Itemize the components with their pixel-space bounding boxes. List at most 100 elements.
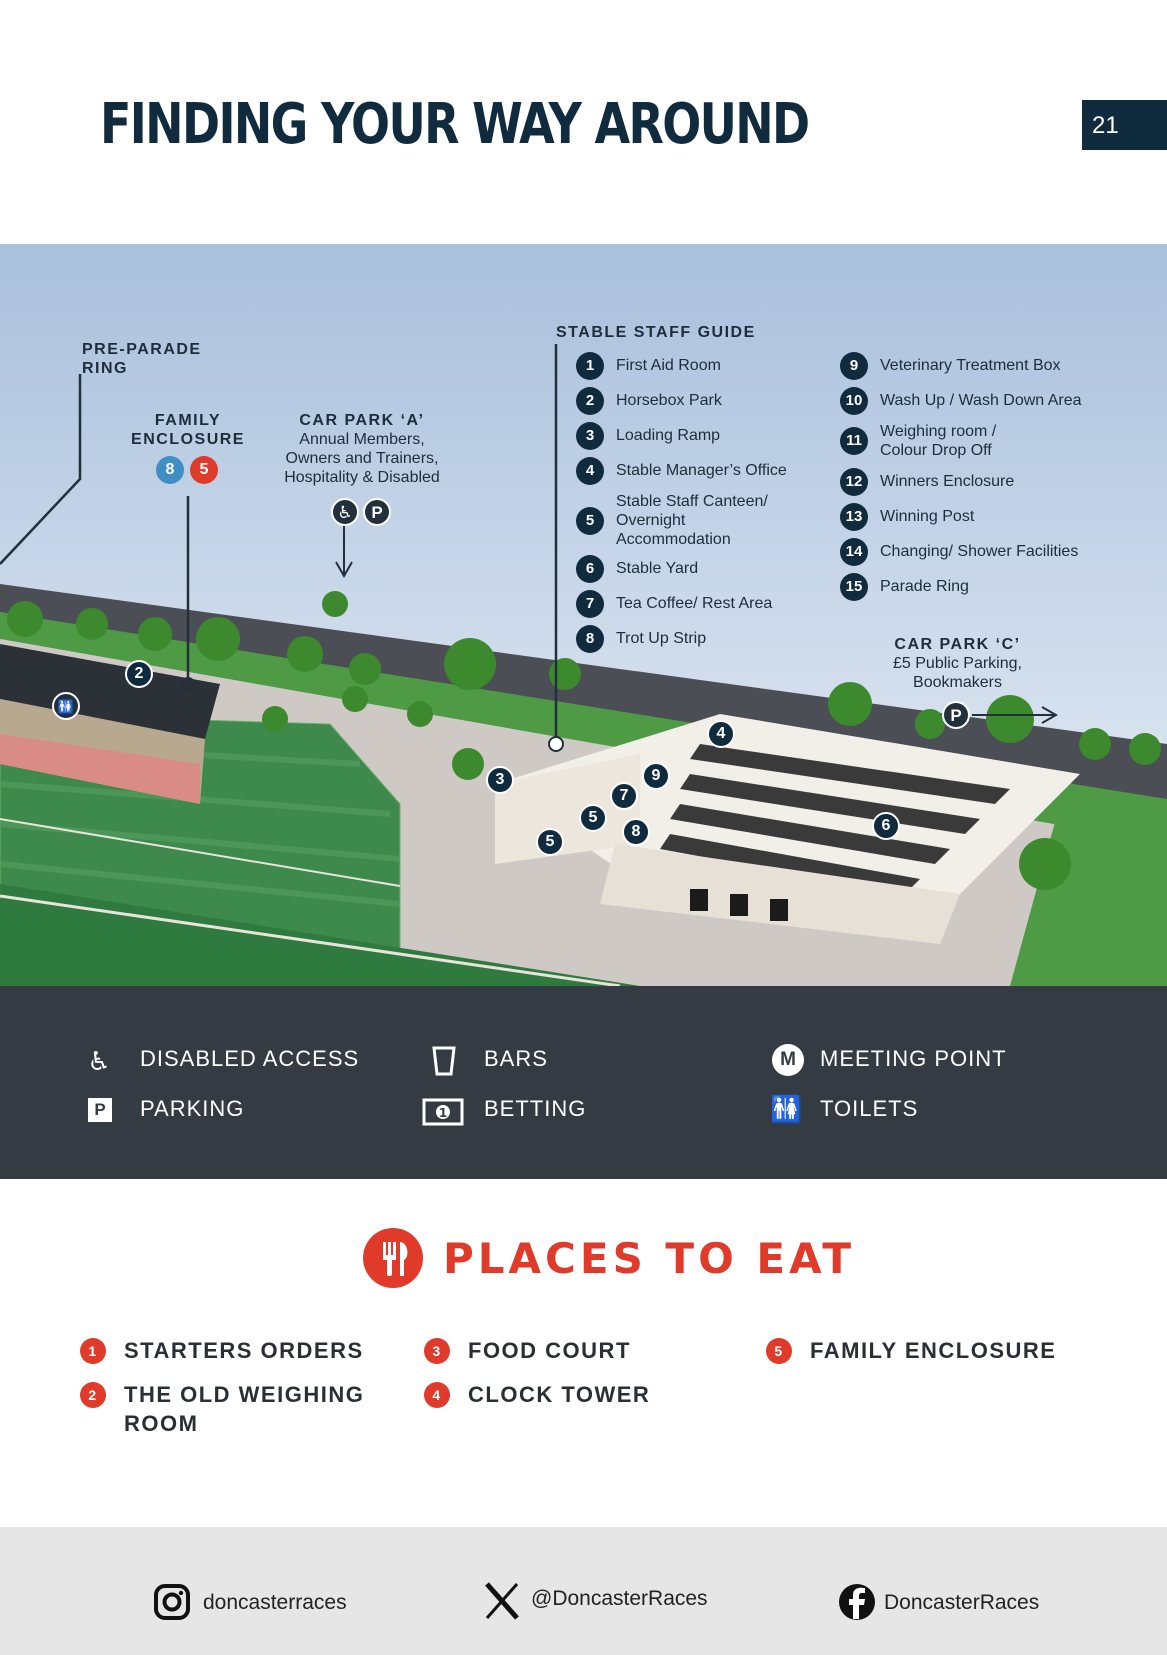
facebook-link[interactable]: DoncasterRaces xyxy=(884,1591,1040,1614)
guide-item-number: 5 xyxy=(576,506,604,535)
family-enclosure-label: FAMILY ENCLOSURE xyxy=(128,411,248,449)
family-enclosure-badge-red: 5 xyxy=(190,456,218,484)
guide-item-number: 8 xyxy=(576,624,604,653)
guide-item-label: Tea Coffee/ Rest Area xyxy=(616,595,773,612)
stable-guide-list-left: 1 First Aid Room 2 Horsebox Park 3 Loading … xyxy=(576,351,826,653)
guide-item: 1 First Aid Room xyxy=(576,351,826,380)
car-park-c-line-2: Bookmakers xyxy=(913,674,1002,691)
eat-item: 5 FAMILY ENCLOSURE xyxy=(766,1336,1056,1365)
guide-item-number: 4 xyxy=(576,456,604,485)
map-marker: 7 xyxy=(610,782,638,810)
eat-item-label: CLOCK TOWER xyxy=(468,1382,651,1407)
guide-item-label: Loading Ramp xyxy=(616,427,721,444)
guide-item: 5 Stable Staff Canteen/ Overnight Accommo… xyxy=(576,492,786,549)
page-title: FINDING YOUR WAY AROUND xyxy=(100,92,810,157)
guide-item: 15 Parade Ring xyxy=(840,572,1120,601)
guide-item-number: 10 xyxy=(840,386,868,415)
stable-guide-list-right: 9 Veterinary Treatment Box 10 Wash Up / Wa… xyxy=(840,351,1120,601)
eat-item-label: THE OLD WEIGHING ROOM xyxy=(124,1382,365,1436)
guide-item: 10 Wash Up / Wash Down Area xyxy=(840,386,1120,415)
guide-item: 11 Weighing room / Colour Drop Off xyxy=(840,422,1020,460)
eat-item-label: FOOD COURT xyxy=(468,1338,631,1363)
toilets-icon: 🚻 xyxy=(52,692,80,720)
map-legend: ♿ DISABLED ACCESS P PARKING BARS 1 BETTI… xyxy=(0,986,1167,1179)
meeting-point-icon: M xyxy=(772,1044,804,1076)
car-park-a-line-3: Hospitality & Disabled xyxy=(284,469,440,486)
eat-item: 4 CLOCK TOWER xyxy=(424,1380,650,1409)
places-to-eat-title: PLACES TO EAT xyxy=(443,1234,855,1283)
wheelchair-icon: ♿ xyxy=(331,498,359,526)
instagram-icon xyxy=(154,1584,190,1620)
guide-item-label: Winning Post xyxy=(880,508,975,525)
map-marker: 8 xyxy=(622,818,650,846)
map-marker: 2 xyxy=(125,660,153,688)
guide-item-label: Winners Enclosure xyxy=(880,473,1015,490)
guide-item-label: Stable Yard xyxy=(616,560,699,577)
guide-item-number: 12 xyxy=(840,467,868,496)
legend-parking: PARKING xyxy=(140,1096,245,1121)
parking-icon: P xyxy=(363,498,391,526)
guide-item: 3 Loading Ramp xyxy=(576,421,826,450)
car-park-c-title: CAR PARK ‘C’ xyxy=(894,636,1021,653)
instagram-link[interactable]: doncasterraces xyxy=(203,1591,347,1614)
eat-item-number: 5 xyxy=(766,1338,792,1364)
legend-toilets: TOILETS xyxy=(820,1096,919,1121)
stable-staff-guide-title: STABLE STAFF GUIDE xyxy=(556,324,756,341)
guide-item-number: 9 xyxy=(840,351,868,380)
pre-parade-ring-label: PRE-PARADE RING xyxy=(82,341,202,377)
map-marker: 3 xyxy=(486,766,514,794)
guide-item-label: Veterinary Treatment Box xyxy=(880,357,1061,374)
eat-item: 3 FOOD COURT xyxy=(424,1336,631,1365)
guide-item-label: Wash Up / Wash Down Area xyxy=(880,392,1082,409)
x-icon xyxy=(485,1582,519,1620)
guide-item-number: 13 xyxy=(840,502,868,531)
parking-icon: P xyxy=(88,1098,112,1122)
page-number: 21 xyxy=(1082,100,1167,150)
parking-icon-car-park-c: P xyxy=(942,701,970,729)
guide-item-label: Horsebox Park xyxy=(616,392,722,409)
guide-item-label: Stable Staff Canteen/ Overnight Accommod… xyxy=(616,493,768,548)
legend-meeting-point: MEETING POINT xyxy=(820,1046,1007,1071)
family-enclosure-badge-blue: 8 xyxy=(156,456,184,484)
map-marker: 5 xyxy=(579,804,607,832)
footer: doncasterraces @DoncasterRaces Doncaster… xyxy=(0,1527,1167,1655)
guide-item: 12 Winners Enclosure xyxy=(840,467,1120,496)
toilets-icon: 🚻 xyxy=(770,1094,803,1124)
guide-item-label: First Aid Room xyxy=(616,357,721,374)
glass-icon xyxy=(432,1046,456,1076)
legend-betting: BETTING xyxy=(484,1096,587,1121)
guide-item-number: 11 xyxy=(840,427,868,455)
x-link[interactable]: @DoncasterRaces xyxy=(531,1587,708,1610)
guide-item: 8 Trot Up Strip xyxy=(576,624,826,653)
map-marker: 4 xyxy=(707,720,735,748)
eat-item-label: FAMILY ENCLOSURE xyxy=(810,1338,1057,1363)
eat-item-number: 4 xyxy=(424,1382,450,1408)
map-marker: 6 xyxy=(872,812,900,840)
guide-item-number: 2 xyxy=(576,386,604,415)
facebook-icon xyxy=(839,1584,875,1620)
car-park-c-label: CAR PARK ‘C’ £5 Public Parking, Bookmake… xyxy=(870,635,1045,692)
svg-text:1: 1 xyxy=(439,1106,447,1120)
car-park-a-label: CAR PARK ‘A’ Annual Members, Owners and … xyxy=(262,411,462,487)
car-park-c-line-1: £5 Public Parking, xyxy=(893,655,1022,672)
car-park-a-title: CAR PARK ‘A’ xyxy=(299,412,425,429)
guide-item: 4 Stable Manager’s Office xyxy=(576,456,826,485)
guide-item-number: 15 xyxy=(840,572,868,601)
venue-map: PRE-PARADE RING FAMILY ENCLOSURE 8 5 CAR… xyxy=(0,244,1167,986)
map-marker: 9 xyxy=(642,762,670,790)
guide-item-number: 6 xyxy=(576,554,604,583)
guide-item-label: Stable Manager’s Office xyxy=(616,462,787,479)
guide-item-label: Weighing room / Colour Drop Off xyxy=(880,423,997,459)
family-enclosure-title: FAMILY ENCLOSURE xyxy=(131,412,245,448)
guide-item-label: Parade Ring xyxy=(880,578,969,595)
guide-item-number: 1 xyxy=(576,351,604,380)
wheelchair-icon: ♿ xyxy=(87,1046,111,1076)
eat-item-number: 3 xyxy=(424,1338,450,1364)
guide-item-label: Trot Up Strip xyxy=(616,630,707,647)
cutlery-icon xyxy=(363,1228,423,1288)
eat-item-number: 1 xyxy=(80,1338,106,1364)
guide-item-number: 3 xyxy=(576,421,604,450)
